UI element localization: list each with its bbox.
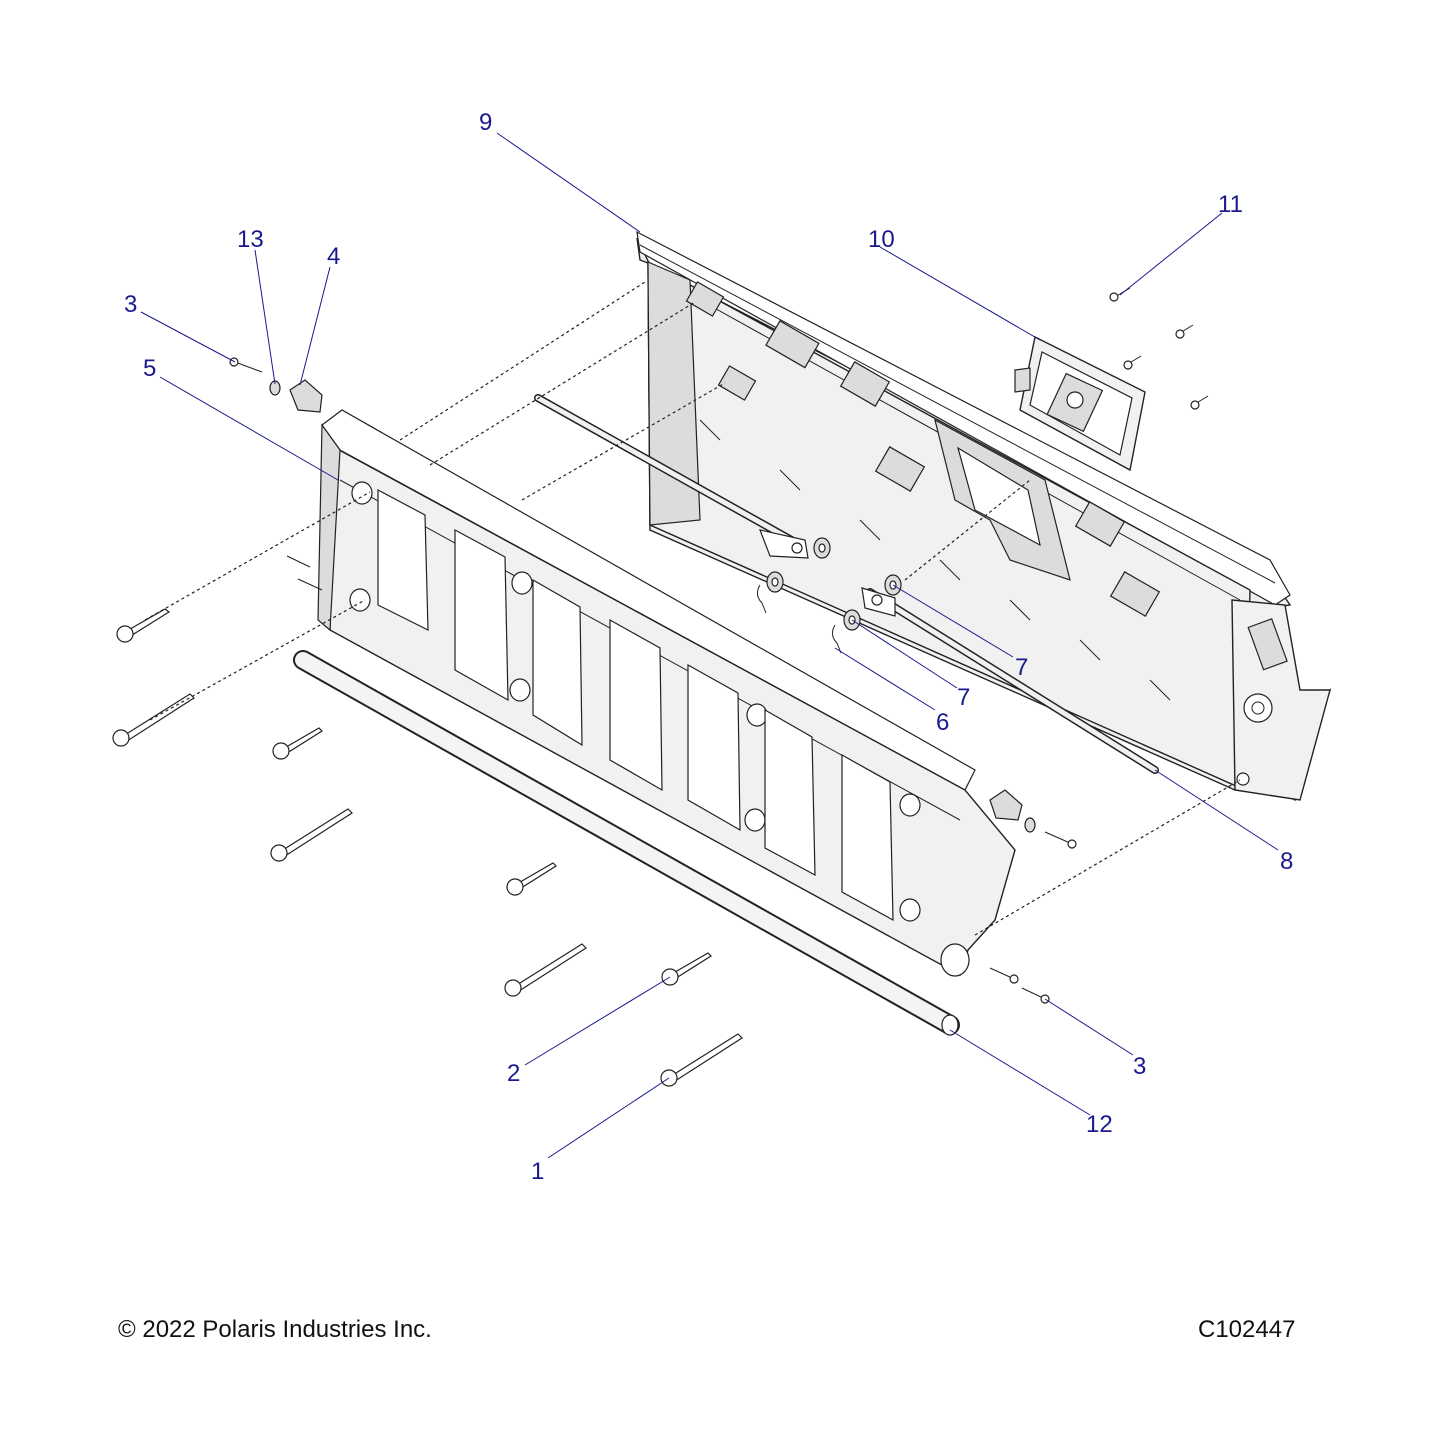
callout-11: 11 (1218, 191, 1243, 218)
callout-6: 6 (936, 709, 949, 736)
rivets-part-1-2 (112, 608, 743, 1087)
hair-pins-part-6 (756, 584, 842, 654)
drawing-id: C102447 (1198, 1316, 1296, 1343)
alignment-lines (144, 281, 1241, 936)
callout-12: 12 (1086, 1111, 1113, 1138)
hinge-rod-part-12 (293, 650, 960, 1036)
callout-labels: 1 2 3 3 4 5 6 7 7 8 9 10 11 12 13 (124, 109, 1293, 1185)
leader-lines (140, 132, 1279, 1159)
callout-7-lower: 7 (957, 684, 970, 711)
washer-part-13 (269, 380, 1036, 833)
callout-1: 1 (531, 1158, 544, 1185)
outer-tailgate-panel (317, 409, 1016, 977)
callout-7-upper: 7 (1015, 654, 1028, 681)
callout-3-right: 3 (1133, 1053, 1146, 1080)
callout-4: 4 (327, 243, 340, 270)
inner-tailgate-panel (636, 230, 1332, 801)
latch-assembly (1014, 335, 1146, 472)
callout-5: 5 (143, 355, 156, 382)
callout-10: 10 (868, 226, 895, 253)
callout-9: 9 (479, 109, 492, 136)
callout-2: 2 (507, 1060, 520, 1087)
copyright-notice: © 2022 Polaris Industries Inc. (118, 1316, 432, 1343)
screws-part-3 (229, 357, 1077, 1004)
callout-8: 8 (1280, 848, 1293, 875)
cable-rod-part-8 (861, 587, 1159, 774)
cable-rod-upper (534, 394, 809, 559)
callout-13: 13 (237, 226, 264, 253)
hinge-block-part-4 (289, 379, 1023, 821)
screw-set-11 (1109, 287, 1209, 410)
callout-3-left: 3 (124, 291, 137, 318)
washers-part-7 (766, 537, 902, 631)
